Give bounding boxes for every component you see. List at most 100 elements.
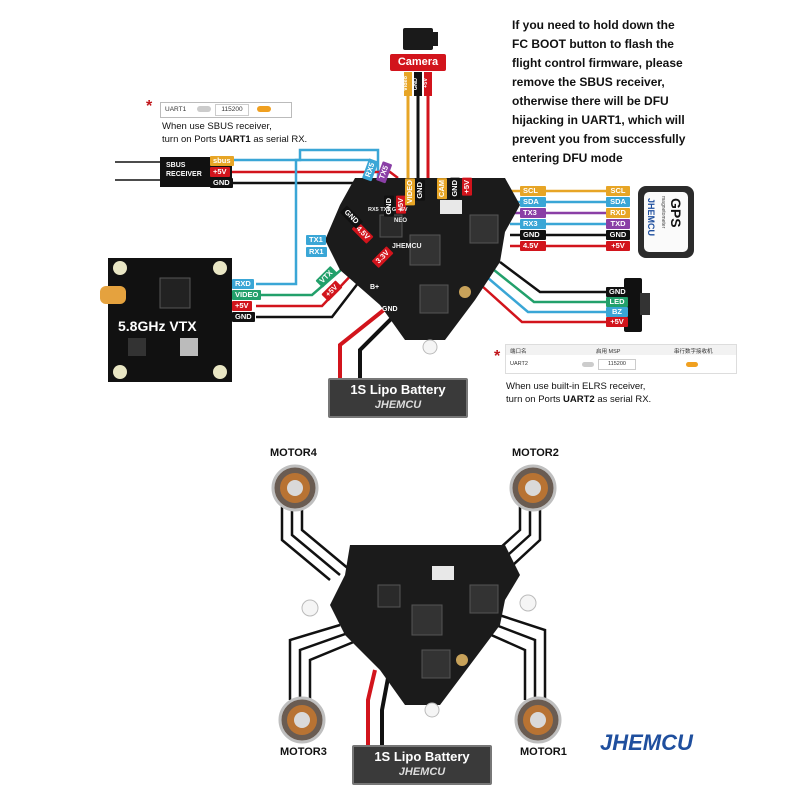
pad-5v-2: +5V [462, 178, 472, 196]
uart1-config-row: UART1 115200 [160, 102, 292, 118]
elrs-note: When use built-in ELRS receiver, turn on… [506, 380, 651, 406]
camera-lens-icon [430, 32, 438, 46]
battery-negative-wire-2 [380, 677, 390, 745]
camera-5v-wire [424, 72, 432, 96]
serial-rx-toggle[interactable] [257, 106, 271, 112]
buzzer-wires [481, 261, 606, 324]
uart2-col-port: 端口名 [510, 349, 527, 355]
camera-pin-video: Video [403, 76, 409, 91]
motor-wiring [280, 505, 547, 700]
jhemcu-logo: JHEMCU [600, 730, 693, 755]
buzzer-bz-wire [487, 277, 606, 314]
vtx-mount-hole-icon [213, 261, 227, 275]
gps-pin-txd: TXD [606, 219, 630, 229]
mount-hole-icon-2 [424, 702, 440, 718]
motor1-label: MOTOR1 [520, 746, 567, 758]
battery-positive-wire-2 [366, 669, 377, 745]
pad-rx3: RX3 [520, 219, 546, 229]
pad-gnd-right: GND [520, 230, 546, 240]
motor3-wires [288, 623, 357, 700]
uart2-config-table: 端口名 启用 MSP 串行数字接收机 UART2 115200 [505, 344, 737, 374]
camera-wires [404, 72, 432, 178]
silk-bplus: B+ [370, 284, 380, 291]
antenna-pad-icon-2 [456, 654, 468, 666]
uart1-port-label: UART1 [165, 106, 187, 113]
battery-negative-wire [358, 310, 400, 380]
gps-module [638, 186, 694, 258]
camera-label: Camera [390, 54, 446, 71]
buzzer-5v-wire [481, 285, 606, 324]
vtx-pin-gnd: GND [232, 312, 255, 322]
antenna-pad-icon [459, 286, 471, 298]
pad-tx1: TX1 [306, 235, 326, 245]
silk-neo: NEO [394, 218, 408, 224]
uart2-msp-toggle[interactable] [582, 362, 594, 367]
battery-bottom-brand: JHEMCU [398, 766, 446, 778]
buzzer-body-icon [624, 278, 642, 332]
uart1-baud-select[interactable]: 115200 [215, 104, 249, 116]
sbus-receiver-line1: SBUS [166, 162, 186, 169]
msp-toggle[interactable] [197, 106, 211, 112]
vtx-button-icon [180, 338, 198, 356]
esc-chip-icon [469, 214, 499, 244]
gps-pin-sda: SDA [606, 197, 630, 207]
motor2-icon [509, 464, 557, 512]
vtx-wires [256, 158, 370, 319]
vtx-gnd-wire [256, 277, 363, 319]
buzzer-led-wire [493, 269, 606, 304]
sbus-receiver-line2: RECEIVER [166, 171, 202, 178]
gps-brand: JHEMCU [646, 198, 656, 237]
vtx-antenna-connector-icon [100, 286, 126, 304]
mcu-chip-icon [409, 234, 441, 266]
sbus-note-line1: When use SBUS receiver, [162, 121, 272, 132]
camera-pin-gnd: GND [413, 78, 419, 91]
buzzer-pin-5v: +5V [606, 317, 628, 327]
buzzer-tip-icon [640, 293, 650, 315]
vtx-pin-5v: +5V [232, 301, 252, 311]
pad-cam: CAM [437, 178, 447, 200]
vtx-pin-video: VIDEO [232, 290, 262, 300]
vtx-component-icon [128, 338, 146, 356]
gps-pin-rxd: RXD [606, 208, 630, 218]
battery-bottom-label: 1S Lipo Battery JHEMCU [352, 745, 492, 785]
pad-rx1: RX1 [306, 247, 327, 257]
battery-top-label: 1S Lipo Battery JHEMCU [328, 378, 468, 418]
sbus-5v-wire [232, 170, 399, 179]
motor3-icon [278, 696, 326, 744]
gyro-chip-icon [419, 284, 449, 314]
vtx-module [100, 258, 232, 382]
battery-top-brand: JHEMCU [374, 399, 422, 411]
gps-title: GPS [668, 198, 684, 228]
boot-warning-note: If you need to hold down the FC BOOT but… [512, 18, 686, 165]
buzzer-module [624, 278, 650, 332]
camera-gnd-wire [414, 72, 422, 96]
vtx-pin-rxd: RXD [232, 279, 254, 289]
motor2-label: MOTOR2 [512, 447, 559, 459]
silk-gnd: GND [382, 306, 398, 313]
uart2-port-label: UART2 [510, 361, 528, 367]
elrs-note-line2: turn on Ports UART2 as serial RX. [506, 394, 652, 405]
silk-jhemcu: JHEMCU [392, 243, 422, 250]
battery-top-text: 1S Lipo Battery [350, 382, 446, 397]
pad-gnd-3: GND [450, 178, 460, 199]
sbus-note: When use SBUS receiver, turn on Ports UA… [162, 120, 307, 146]
required-star-icon-2: * [494, 348, 501, 365]
battery-bottom-text: 1S Lipo Battery [374, 749, 470, 764]
vtx-rx-wire [256, 158, 370, 286]
gps-connector-icon [440, 200, 462, 214]
gps-pin-gnd: GND [606, 230, 630, 240]
esc-chip-icon-2 [469, 584, 499, 614]
gps-pin-scl: SCL [606, 186, 630, 196]
uart2-baud-select[interactable]: 115200 [598, 359, 636, 370]
uart2-serialrx-toggle[interactable] [686, 362, 698, 367]
elrs-note-line1: When use built-in ELRS receiver, [506, 381, 646, 392]
uart2-col-msp: 启用 MSP [596, 349, 621, 355]
pad-scl: SCL [520, 186, 546, 196]
vtx-mount-hole-icon [113, 365, 127, 379]
buzzer-pin-led: LED [606, 297, 628, 307]
gps-face [644, 192, 688, 252]
sbus-pin-signal: sbus [210, 156, 234, 166]
motor1-icon [514, 696, 562, 744]
pad-sda: SDA [520, 197, 546, 207]
